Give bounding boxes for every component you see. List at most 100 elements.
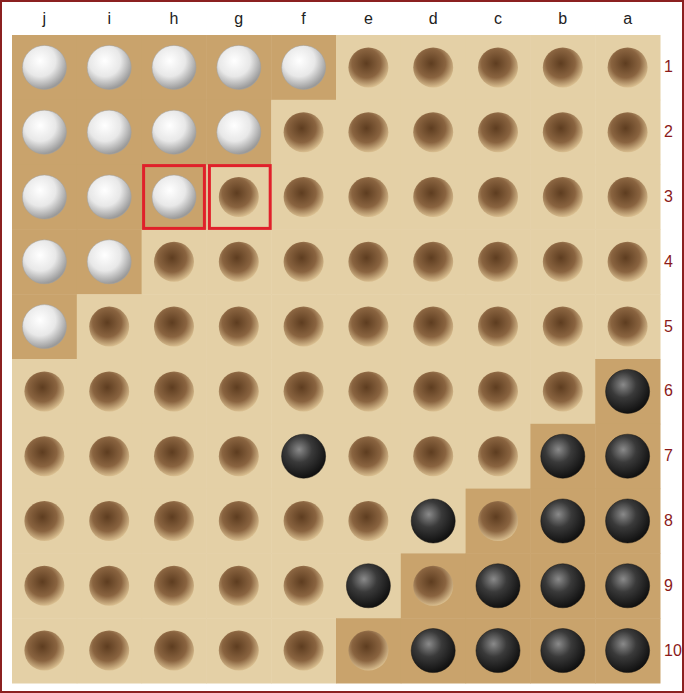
board-square bbox=[401, 359, 466, 424]
hole bbox=[284, 112, 324, 152]
column-label: f bbox=[301, 10, 305, 28]
board-square bbox=[530, 294, 595, 359]
hole bbox=[89, 371, 129, 411]
board-square bbox=[206, 229, 271, 294]
hole bbox=[478, 177, 518, 217]
camp-square bbox=[466, 553, 531, 618]
hole bbox=[89, 436, 129, 476]
board-square bbox=[466, 229, 531, 294]
hole bbox=[154, 566, 194, 606]
camp-square bbox=[12, 294, 77, 359]
board-square bbox=[336, 229, 401, 294]
board-square bbox=[12, 618, 77, 683]
row-label: 9 bbox=[664, 577, 673, 595]
board-square bbox=[142, 424, 207, 489]
column-label: b bbox=[558, 10, 567, 28]
black-piece bbox=[541, 629, 585, 673]
board-square bbox=[271, 165, 336, 230]
hole bbox=[608, 47, 648, 87]
board-square bbox=[466, 294, 531, 359]
camp-square bbox=[142, 165, 207, 230]
hole bbox=[478, 242, 518, 282]
white-piece bbox=[22, 305, 66, 349]
board-square bbox=[595, 100, 660, 165]
board-square bbox=[12, 489, 77, 554]
camp-square bbox=[12, 229, 77, 294]
camp-square bbox=[595, 359, 660, 424]
hole bbox=[219, 371, 259, 411]
white-piece bbox=[22, 240, 66, 284]
hole bbox=[413, 371, 453, 411]
hole bbox=[284, 566, 324, 606]
hole bbox=[154, 307, 194, 347]
black-piece bbox=[541, 564, 585, 608]
hole bbox=[348, 177, 388, 217]
move-highlight bbox=[144, 166, 205, 229]
black-piece bbox=[606, 629, 650, 673]
board-square bbox=[336, 165, 401, 230]
hole bbox=[543, 242, 583, 282]
column-label: a bbox=[623, 10, 632, 28]
hole bbox=[413, 242, 453, 282]
board-square bbox=[271, 424, 336, 489]
hole bbox=[348, 501, 388, 541]
board-square bbox=[142, 618, 207, 683]
board-square bbox=[271, 229, 336, 294]
row-label: 10 bbox=[664, 642, 682, 660]
white-piece bbox=[217, 110, 261, 154]
hole bbox=[413, 566, 453, 606]
board-square bbox=[77, 424, 142, 489]
white-piece bbox=[152, 175, 196, 219]
board-square bbox=[77, 489, 142, 554]
hole bbox=[543, 371, 583, 411]
camp-square bbox=[401, 553, 466, 618]
board-square bbox=[401, 489, 466, 554]
board-square bbox=[466, 35, 531, 100]
camp-square bbox=[12, 100, 77, 165]
hole bbox=[348, 47, 388, 87]
black-piece bbox=[606, 499, 650, 543]
black-piece bbox=[606, 564, 650, 608]
camp-square bbox=[595, 553, 660, 618]
board-square bbox=[401, 229, 466, 294]
camp-square bbox=[530, 618, 595, 683]
row-label: 8 bbox=[664, 512, 673, 530]
hole bbox=[154, 631, 194, 671]
hole bbox=[478, 371, 518, 411]
board-square bbox=[401, 424, 466, 489]
black-piece bbox=[606, 369, 650, 413]
hole bbox=[154, 436, 194, 476]
board-square bbox=[530, 229, 595, 294]
row-label: 3 bbox=[664, 188, 673, 206]
column-label: g bbox=[234, 10, 243, 28]
hole bbox=[348, 436, 388, 476]
hole bbox=[608, 307, 648, 347]
hole bbox=[413, 177, 453, 217]
hole bbox=[478, 436, 518, 476]
black-piece bbox=[346, 564, 390, 608]
column-label: e bbox=[364, 10, 373, 28]
board-square bbox=[336, 100, 401, 165]
camp-square bbox=[77, 100, 142, 165]
hole bbox=[543, 112, 583, 152]
camp-square bbox=[530, 489, 595, 554]
black-piece bbox=[541, 499, 585, 543]
row-label: 7 bbox=[664, 447, 673, 465]
hole bbox=[608, 177, 648, 217]
camp-square bbox=[466, 618, 531, 683]
hole bbox=[24, 371, 64, 411]
hole bbox=[413, 436, 453, 476]
camp-square bbox=[12, 35, 77, 100]
camp-square bbox=[77, 35, 142, 100]
hole bbox=[284, 631, 324, 671]
row-label: 1 bbox=[664, 58, 673, 76]
hole bbox=[478, 112, 518, 152]
board-square bbox=[206, 359, 271, 424]
hole bbox=[89, 631, 129, 671]
black-piece bbox=[606, 434, 650, 478]
board-square bbox=[271, 489, 336, 554]
column-label: i bbox=[107, 10, 111, 28]
board-square bbox=[142, 359, 207, 424]
board-square bbox=[336, 35, 401, 100]
board-square bbox=[336, 294, 401, 359]
